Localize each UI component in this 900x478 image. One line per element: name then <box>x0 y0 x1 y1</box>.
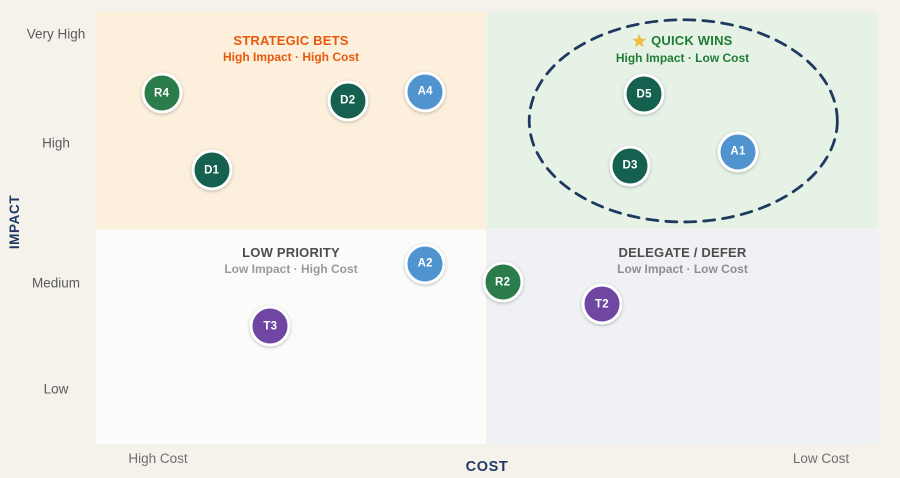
quadrant-subtitle: Low Impact · High Cost <box>224 262 358 276</box>
data-point-T2: T2 <box>581 283 623 325</box>
y-axis-title: IMPACT <box>7 194 22 250</box>
quadrant-header: LOW PRIORITY Low Impact · High Cost <box>96 245 486 277</box>
plot-area: STRATEGIC BETS High Impact · High Cost ★… <box>96 12 878 444</box>
y-tick-high: High <box>42 135 70 151</box>
quadrant-title: LOW PRIORITY <box>242 245 340 260</box>
data-point-D1: D1 <box>191 149 233 191</box>
data-point-R4: R4 <box>141 72 183 114</box>
x-axis-title: COST <box>465 459 509 475</box>
data-point-T3: T3 <box>249 305 291 347</box>
data-point-D2: D2 <box>327 80 369 122</box>
quadrant-delegate-defer: DELEGATE / DEFER Low Impact · Low Cost <box>487 230 878 444</box>
y-tick-very-high: Very High <box>26 26 86 42</box>
data-point-A2: A2 <box>404 243 446 285</box>
quadrant-subtitle: Low Impact · Low Cost <box>617 262 748 276</box>
quadrant-strategic-bets: STRATEGIC BETS High Impact · High Cost <box>96 12 487 230</box>
x-label-low-cost: Low Cost <box>792 451 850 466</box>
quadrant-header: STRATEGIC BETS High Impact · High Cost <box>96 33 486 65</box>
data-point-D5: D5 <box>623 73 665 115</box>
y-tick-medium: Medium <box>31 275 80 291</box>
quadrant-subtitle: High Impact · High Cost <box>223 50 359 64</box>
data-point-A4: A4 <box>404 71 446 113</box>
quadrant-title: DELEGATE / DEFER <box>618 245 747 260</box>
quadrant-title: STRATEGIC BETS <box>233 33 349 48</box>
data-point-A1: A1 <box>717 131 759 173</box>
y-tick-low: Low <box>43 381 69 397</box>
data-point-D3: D3 <box>609 145 651 187</box>
data-point-R2: R2 <box>482 261 524 303</box>
quadrant-header: DELEGATE / DEFER Low Impact · Low Cost <box>487 245 878 277</box>
x-label-high-cost: High Cost <box>128 451 188 466</box>
